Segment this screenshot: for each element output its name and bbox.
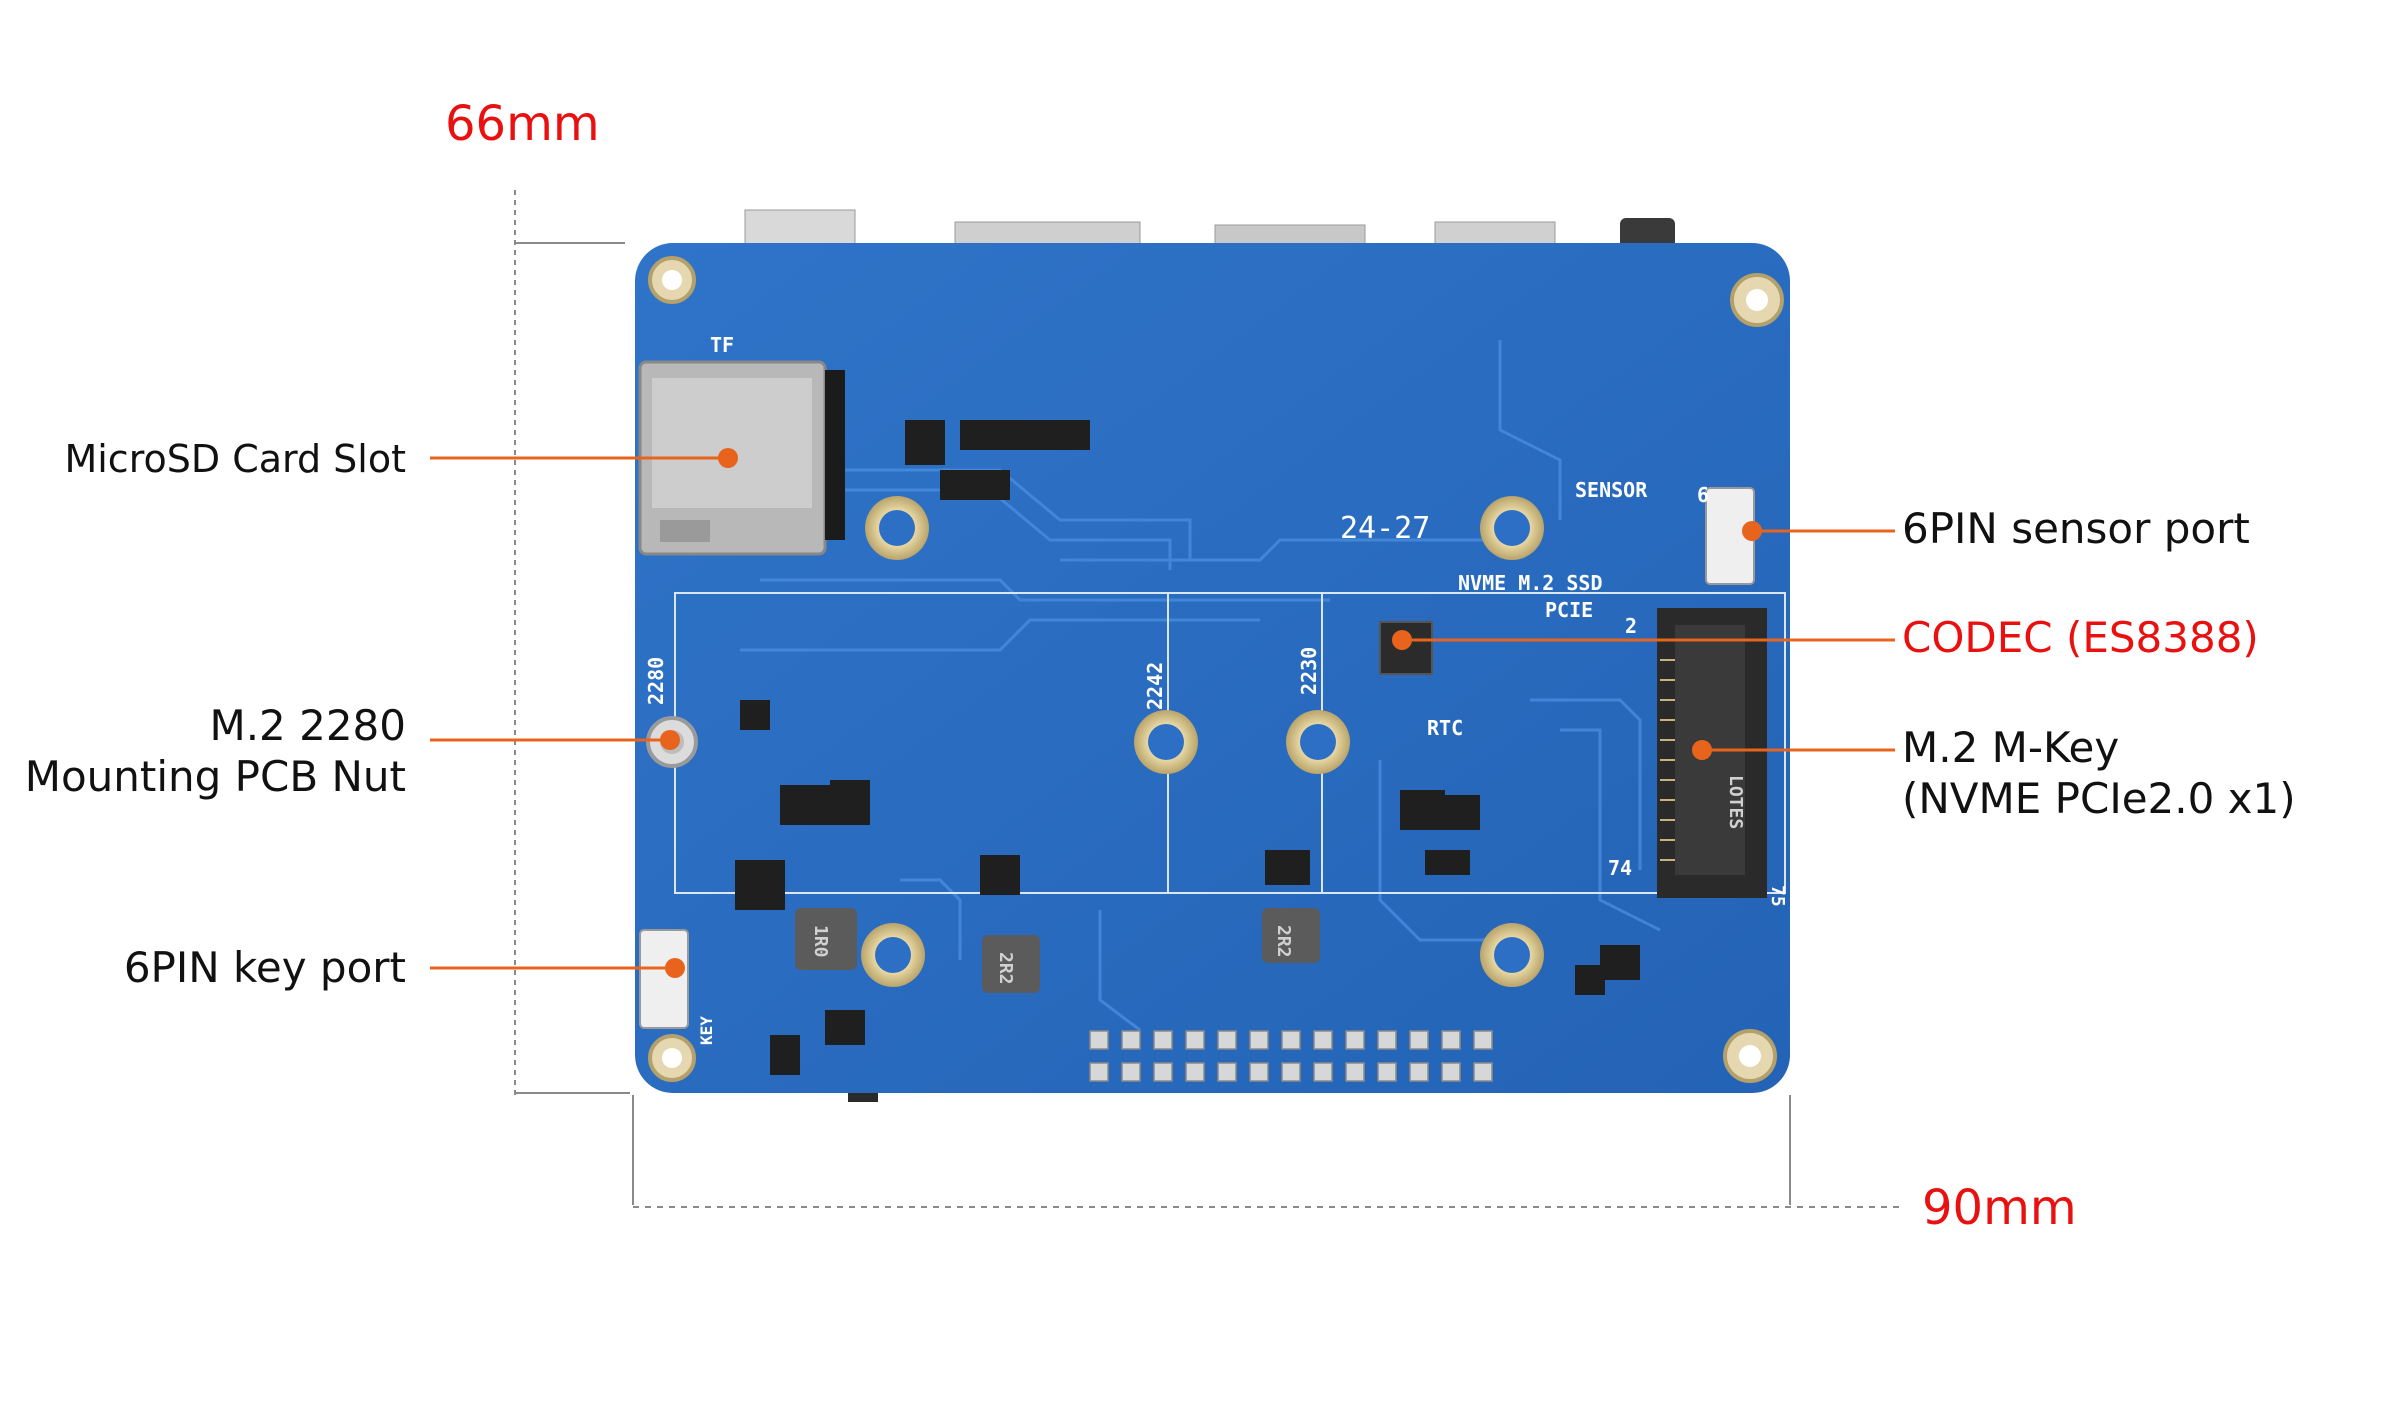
dimension-height-label: 66mm (445, 96, 600, 152)
silk-date-code: 24-27 (1340, 511, 1430, 546)
callout-m2-key: M.2 M-Key (NVME PCIe2.0 x1) (1902, 722, 2296, 824)
callout-m2-key-line2: (NVME PCIe2.0 x1) (1902, 774, 2296, 824)
silk-sensor-pin: 6 (1697, 483, 1709, 507)
silk-inductor1: 1R0 (810, 925, 831, 958)
dimension-guides (514, 190, 1900, 1208)
silk-2242: 2242 (1143, 662, 1167, 710)
silk-inductor3: 2R2 (1273, 925, 1294, 958)
silk-2280: 2280 (644, 657, 668, 705)
silk-tf: TF (710, 333, 734, 357)
callout-dots (660, 448, 1762, 978)
silk-connector-text: LOTES (1725, 775, 1746, 829)
callout-m2-nut: M.2 2280 Mounting PCB Nut (25, 700, 406, 802)
callout-m2-key-line1: M.2 M-Key (1902, 723, 2120, 772)
callout-m2-nut-line2: Mounting PCB Nut (24, 752, 406, 802)
key-connector (639, 929, 689, 1029)
silk-pcie: PCIE (1545, 598, 1593, 622)
m2-connector (1657, 608, 1767, 898)
callout-microsd: MicroSD Card Slot (64, 437, 406, 481)
silk-2230: 2230 (1297, 647, 1321, 695)
silk-inductor2: 2R2 (995, 952, 1016, 985)
silk-nvme: NVME M.2 SSD (1458, 571, 1603, 595)
callout-sensor-port: 6PIN sensor port (1902, 504, 2250, 553)
callout-m2-nut-line1: M.2 2280 (209, 701, 406, 750)
silk-sensor: SENSOR (1575, 478, 1648, 502)
gold-pads (861, 496, 1544, 987)
silk-pin75: 75 (1767, 885, 1788, 907)
corner-holes (648, 256, 1784, 1083)
dimension-width-label: 90mm (1922, 1180, 2077, 1236)
silk-pin2: 2 (1625, 614, 1637, 638)
callout-key-port: 6PIN key port (123, 943, 406, 992)
callout-lines (430, 456, 1895, 970)
callout-codec: CODEC (ES8388) (1902, 613, 2259, 662)
silk-pin74: 74 (1608, 856, 1632, 880)
silk-key: KEY (697, 1016, 716, 1045)
pcb: TF SENSOR 6 24-27 NVME M.2 SSD PCIE 2 RT… (635, 243, 1790, 1093)
gpio-pads (1089, 1030, 1493, 1082)
silk-rtc: RTC (1427, 716, 1463, 740)
